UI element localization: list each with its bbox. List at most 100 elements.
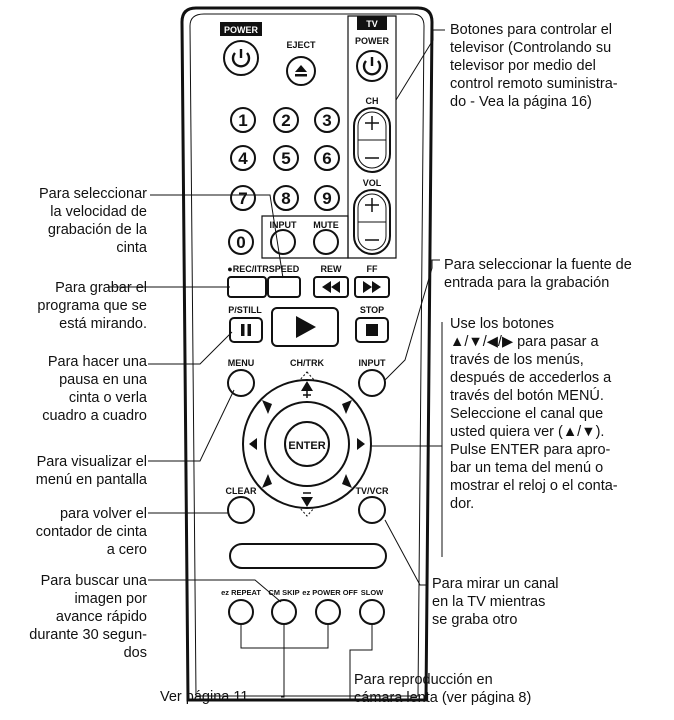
svg-text:CLEAR: CLEAR <box>226 486 257 496</box>
annotation-cm-skip: Para buscar una imagen por avance rápido… <box>29 573 147 661</box>
annotation-speed: Para seleccionar la velocidad de grabaci… <box>39 186 147 256</box>
leader-lines <box>108 29 445 700</box>
leader-slow <box>349 624 373 700</box>
enter-button[interactable]: ENTER <box>284 421 330 467</box>
power-icon <box>231 49 251 68</box>
tv-control-group: TV <box>347 15 397 259</box>
rec-button[interactable]: ●REC/ITR <box>227 264 269 298</box>
channel-rocker[interactable]: CH <box>353 96 391 173</box>
digit-1-button[interactable]: 1 <box>230 107 256 133</box>
svg-text:STOP: STOP <box>360 305 384 315</box>
svg-text:INPUT: INPUT <box>270 220 298 230</box>
remote-body <box>180 6 434 702</box>
svg-text:MENU: MENU <box>228 358 255 368</box>
svg-text:ez REPEAT: ez REPEAT <box>221 588 261 597</box>
fast-forward-button[interactable]: FF <box>354 264 390 298</box>
volume-rocker[interactable]: VOL <box>353 178 391 255</box>
power-button[interactable]: POWER <box>220 22 262 76</box>
right-arrow-button[interactable] <box>357 438 365 450</box>
leader-input <box>384 259 440 381</box>
display-window <box>229 543 387 569</box>
svg-text:ez POWER OFF: ez POWER OFF <box>302 588 358 597</box>
svg-text:●REC/ITR: ●REC/ITR <box>227 264 269 274</box>
annotation-input: Para seleccionar la fuente de entrada pa… <box>444 257 632 291</box>
svg-text:CM SKIP: CM SKIP <box>268 588 299 597</box>
digit-2-button[interactable]: 2 <box>273 107 299 133</box>
svg-text:SLOW: SLOW <box>361 588 384 597</box>
digit-6-button[interactable]: 6 <box>314 145 340 171</box>
stop-button[interactable]: STOP <box>355 305 389 343</box>
svg-text:VOL: VOL <box>363 178 382 188</box>
svg-text:POWER: POWER <box>224 25 259 35</box>
digit-8-button[interactable]: 8 <box>273 185 299 211</box>
stop-icon <box>366 324 378 336</box>
svg-text:8: 8 <box>281 189 290 208</box>
leader-pause <box>148 331 233 365</box>
tv-power-button[interactable]: POWER <box>355 36 390 82</box>
annotation-see-page: Ver página 11 <box>160 689 249 705</box>
fast-forward-icon <box>363 281 381 293</box>
svg-text:P/STILL: P/STILL <box>228 305 262 315</box>
play-button[interactable] <box>271 307 339 347</box>
number-keypad: 1 2 3 4 5 6 7 8 9 0 <box>228 107 340 255</box>
svg-text:3: 3 <box>322 111 331 130</box>
down-arrow-button[interactable] <box>301 492 313 507</box>
menu-button[interactable]: MENU <box>227 358 255 397</box>
tv-vcr-button[interactable]: TV/VCR <box>355 486 389 524</box>
svg-text:MUTE: MUTE <box>313 220 339 230</box>
digit-4-button[interactable]: 4 <box>230 145 256 171</box>
input-right-button[interactable]: INPUT <box>358 358 387 397</box>
rewind-icon <box>322 281 340 293</box>
svg-text:POWER: POWER <box>355 36 390 46</box>
annotation-slow: Para reproducción en cámara lenta (ver p… <box>354 672 532 706</box>
annotation-arrows: Use los botones ▲/▼/◀/▶ para pasar a tra… <box>450 316 618 512</box>
up-arrow-button[interactable] <box>301 381 313 398</box>
clear-button[interactable]: CLEAR <box>226 486 257 524</box>
input-mute-group <box>261 215 349 259</box>
svg-text:9: 9 <box>322 189 331 208</box>
svg-text:TV/VCR: TV/VCR <box>355 486 389 496</box>
pause-icon <box>241 324 251 336</box>
annotation-clear: para volver el contador de cinta a cero <box>35 506 147 558</box>
eject-icon <box>295 65 307 77</box>
svg-text:1: 1 <box>238 111 247 130</box>
leader-speed <box>150 194 284 279</box>
left-arrow-button[interactable] <box>249 438 257 450</box>
svg-text:0: 0 <box>236 233 245 252</box>
power-icon <box>362 57 382 76</box>
svg-text:4: 4 <box>238 149 248 168</box>
digit-9-button[interactable]: 9 <box>314 185 340 211</box>
slow-button[interactable]: SLOW <box>359 588 385 625</box>
plus-icon <box>365 116 379 130</box>
cm-skip-button[interactable]: CM SKIP <box>268 588 300 625</box>
digit-5-button[interactable]: 5 <box>273 145 299 171</box>
annotation-pause: Para hacer una pausa en una cinta o verl… <box>42 354 147 424</box>
navigation-pad: CH/TRK ENTER <box>242 358 372 517</box>
pause-still-button[interactable]: P/STILL <box>228 305 263 343</box>
leader-tv <box>395 29 445 101</box>
rewind-button[interactable]: REW <box>313 264 349 298</box>
svg-text:CH: CH <box>366 96 379 106</box>
leader-see-page-2 <box>281 624 285 698</box>
svg-text:EJECT: EJECT <box>286 40 316 50</box>
annotation-tv-control: Botones para controlar el televisor (Con… <box>450 22 618 110</box>
input-top-button[interactable]: INPUT <box>270 220 298 255</box>
annotation-record: Para grabar el programa que se está mira… <box>37 280 147 332</box>
mute-button[interactable]: MUTE <box>313 220 339 255</box>
svg-text:ENTER: ENTER <box>288 440 325 452</box>
svg-text:INPUT: INPUT <box>359 358 387 368</box>
svg-text:6: 6 <box>322 149 331 168</box>
svg-text:TV: TV <box>366 19 378 29</box>
digit-7-button[interactable]: 7 <box>230 185 256 211</box>
svg-text:CH/TRK: CH/TRK <box>290 358 324 368</box>
play-icon <box>296 316 316 338</box>
svg-text:SPEED: SPEED <box>269 264 300 274</box>
speed-button[interactable]: SPEED <box>267 264 301 298</box>
eject-button[interactable]: EJECT <box>286 40 316 86</box>
digit-3-button[interactable]: 3 <box>314 107 340 133</box>
plus-icon <box>365 198 379 212</box>
svg-text:REW: REW <box>321 264 343 274</box>
digit-0-button[interactable]: 0 <box>228 229 254 255</box>
